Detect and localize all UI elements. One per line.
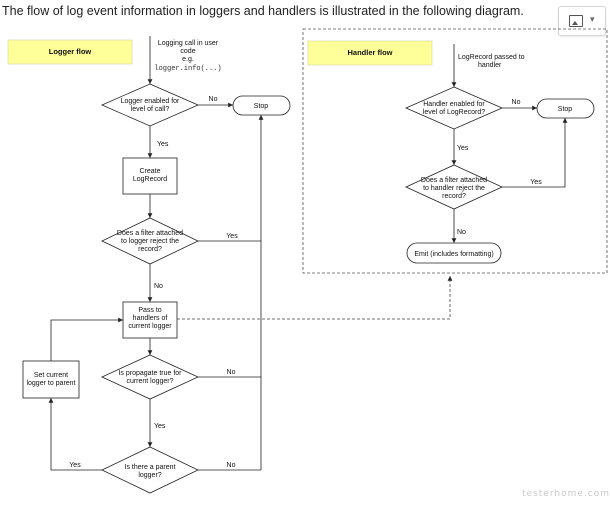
handler-filter-yes: Yes [530, 179, 542, 186]
parent-yes: Yes [69, 462, 81, 469]
logger-filter-line-1: Does a filter attached [117, 230, 183, 237]
handler-flow-title: Handler flow [347, 48, 392, 57]
handler-flow-title-box [307, 40, 433, 66]
emit-label: Emit (includes formatting) [414, 251, 493, 258]
logger-enabled-yes: Yes [157, 141, 169, 148]
logger-flow-title-box [7, 39, 133, 65]
handler-filter-no: No [457, 229, 466, 236]
logger-start-line-1: Logging call in user [158, 40, 219, 47]
emit-box [406, 242, 502, 264]
handler-enabled-no: No [512, 99, 521, 106]
propagate-line-1: Is propagate true for [118, 370, 182, 377]
logger-filter-yes: Yes [226, 233, 238, 240]
create-logrecord-line-2: LogRecord [133, 176, 167, 183]
handler-enabled-line-2: level of LogRecord? [423, 109, 485, 116]
create-logrecord-line-1: Create [139, 168, 160, 175]
parent-decision [101, 446, 199, 494]
logger-filter-no: No [154, 283, 163, 290]
create-logrecord-box [122, 157, 178, 195]
logger-enabled-line-1: Logger enabled for [121, 98, 180, 105]
logger-start-code: logger.info(...) [154, 65, 221, 73]
propagate-yes: Yes [154, 423, 166, 430]
logger-enabled-decision [101, 83, 199, 127]
set-parent-line-2: logger to parent [26, 380, 75, 387]
logger-flow-title: Logger flow [49, 47, 92, 56]
handler-flow-frame [302, 28, 608, 274]
image-icon [569, 15, 583, 27]
propagate-decision [101, 354, 199, 400]
handler-filter-line-2: to handler reject the [423, 185, 485, 192]
propagate-line-2: current logger? [126, 378, 173, 385]
handler-enabled-decision [405, 86, 503, 130]
parent-line-1: Is there a parent [125, 464, 176, 471]
pass-line-2: handlers of [133, 315, 168, 322]
handler-filter-line-1: Does a filter attached [421, 177, 487, 184]
watermark: testerhome.com [522, 489, 610, 499]
image-toolbar-button[interactable]: ▾ [558, 6, 606, 36]
set-parent-line-1: Set current [34, 372, 68, 379]
handler-stop-label: Stop [558, 106, 573, 113]
pass-line-3: current logger [128, 323, 172, 330]
logger-enabled-no: No [209, 96, 218, 103]
handler-start-line-1: LogRecord passed to [458, 54, 525, 61]
parent-no: No [227, 462, 236, 469]
logger-filter-line-3: record? [138, 246, 162, 253]
logger-start-line-2: code [180, 48, 195, 55]
logger-stop-label: Stop [254, 103, 269, 110]
handler-enabled-yes: Yes [457, 145, 469, 152]
set-parent-box [22, 360, 80, 399]
pass-line-1: Pass to [138, 307, 161, 314]
chevron-down-icon: ▾ [590, 14, 595, 24]
handler-start-line-2: handler [478, 62, 502, 69]
logger-start-line-3: e.g. [182, 56, 194, 63]
handler-enabled-line-1: Handler enabled for [423, 101, 485, 108]
caption: The flow of log event information in log… [2, 4, 524, 18]
handler-filter-line-3: record? [442, 193, 466, 200]
parent-line-2: logger? [138, 472, 161, 479]
logger-filter-line-2: to logger reject the [121, 238, 179, 245]
logger-enabled-line-2: level of call? [131, 106, 170, 113]
propagate-no: No [227, 369, 236, 376]
